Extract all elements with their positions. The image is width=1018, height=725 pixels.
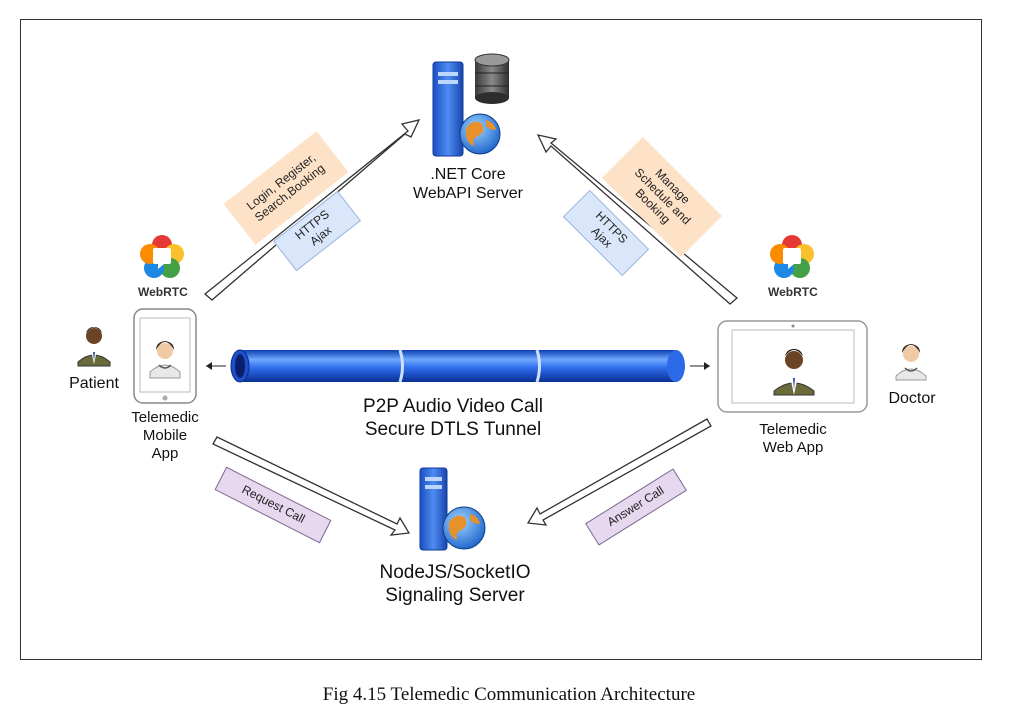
arrow-web-to-api [536,134,739,305]
webrtc-label-left: WebRTC [138,285,188,299]
p2p-call-label: P2P Audio Video Call [363,396,543,417]
figure-caption: Fig 4.15 Telemedic Communication Archite… [322,684,696,705]
signaling-server-label: NodeJS/SocketIO Signaling Server [379,562,531,606]
webrtc-logo-right [770,235,814,278]
api-server-label: .NET Core WebAPI Server [413,166,523,203]
p2p-tunnel [206,349,710,383]
signaling-server-icon [419,467,486,551]
arrow-mobile-to-signaling [212,436,411,536]
p2p-tunnel-label: Secure DTLS Tunnel [364,419,542,440]
arrow-web-to-signaling [526,418,712,526]
patient-label: Patient [69,375,119,392]
web-app-label: Telemedic Web App [759,421,827,456]
mobile-app-label: Telemedic Mobile App [131,409,199,462]
doctor-label: Doctor [888,390,936,407]
doctor-avatar-on-phone [149,341,181,379]
doctor-figure [895,344,927,381]
patient-figure [77,327,111,367]
patient-avatar-on-tablet [773,349,815,396]
webrtc-label-right: WebRTC [768,285,818,299]
api-server-icon [432,53,510,157]
webrtc-logo-left [140,235,184,278]
